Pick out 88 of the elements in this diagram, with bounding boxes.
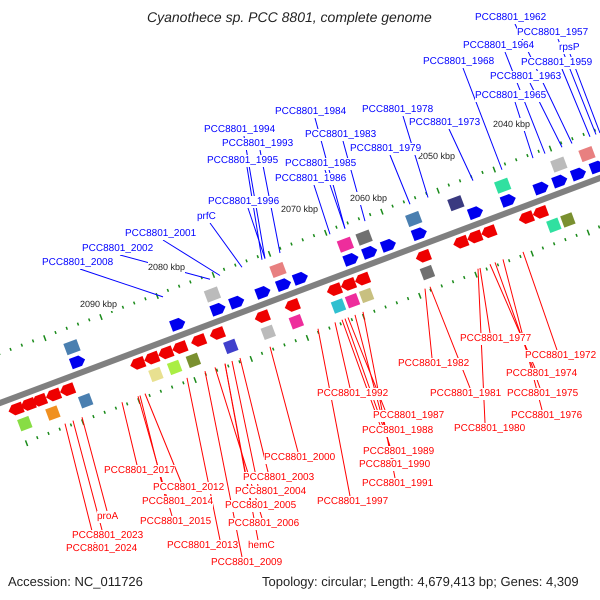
gene-label: PCC8801_1981 — [430, 388, 502, 400]
gene-label: PCC8801_1980 — [454, 423, 526, 435]
leader-line — [348, 317, 386, 410]
genome-info-text: Topology: circular; Length: 4,679,413 bp; Genes: 4,309 — [262, 575, 579, 588]
gene-label: PCC8801_1978 — [362, 104, 434, 116]
gene-label: PCC8801_2002 — [82, 243, 154, 255]
leader-line — [462, 68, 502, 170]
gene-label: PCC8801_2009 — [211, 557, 282, 569]
tick-label: 2080 kbp — [148, 261, 186, 274]
tick-label: 2090 kbp — [80, 298, 118, 311]
accession-text: Accession: NC_011726 — [8, 575, 143, 588]
leader-line — [314, 184, 330, 235]
gene-label: PCC8801_1994 — [204, 124, 276, 136]
gene-label: PCC8801_1973 — [409, 117, 480, 129]
gene-label: PCC8801_2003 — [243, 472, 314, 484]
gene-label: PCC8801_2024 — [66, 543, 138, 555]
leader-line — [270, 346, 298, 452]
leader-line — [204, 370, 242, 558]
gene-label: PCC8801_1987 — [373, 410, 444, 422]
gene-label: PCC8801_1984 — [275, 106, 346, 118]
gene-label: PCC8801_1982 — [398, 358, 470, 370]
leader-line — [80, 268, 164, 298]
leader-line — [72, 420, 102, 530]
leader-line — [522, 251, 558, 350]
gene-label: PCC8801_2015 — [140, 516, 212, 528]
gene-label: PCC8801_2004 — [235, 486, 306, 498]
gene-label: PCC8801_1990 — [359, 459, 430, 471]
leader-line — [424, 288, 432, 358]
leader-line — [144, 393, 182, 482]
gene-label: PCC8801_1965 — [475, 90, 546, 102]
gene-label: PCC8801_1964 — [463, 40, 534, 52]
leader-line — [82, 416, 108, 512]
gene-label: PCC8801_1959 — [521, 57, 592, 69]
gene-label: PCC8801_1988 — [362, 425, 434, 437]
tick-label: 2070 kbp — [281, 203, 318, 216]
gene-label: PCC8801_1976 — [511, 410, 582, 422]
leader-line — [240, 358, 268, 472]
leader-line — [318, 328, 350, 496]
gene-label: PCC8801_1974 — [506, 368, 578, 380]
tick-label: 2040 kbp — [493, 118, 530, 131]
gene-label: proA — [97, 511, 118, 523]
leader-line — [334, 322, 350, 388]
leader-line — [570, 54, 600, 134]
gene-label: PCC8801_1997 — [317, 496, 388, 508]
leader-line — [162, 240, 220, 276]
leader-line — [448, 128, 474, 182]
gene-label: rpsP — [559, 42, 580, 54]
gene-label: PCC8801_1977 — [460, 333, 532, 345]
leader-line — [232, 360, 258, 486]
gene-label: PCC8801_2005 — [225, 500, 296, 512]
gene-label: PCC8801_1991 — [362, 478, 434, 490]
leader-line — [64, 423, 96, 544]
leader-line — [246, 166, 262, 260]
leader-line — [480, 268, 490, 334]
gene-label: PCC8801_1983 — [305, 129, 376, 141]
gene-label: PCC8801_2000 — [264, 452, 336, 464]
gene-label: PCC8801_2001 — [125, 228, 196, 240]
leader-line — [430, 286, 470, 388]
gene-label: PCC8801_1963 — [490, 71, 562, 83]
gene-label: PCC8801_2008 — [42, 257, 114, 269]
gene-label: PCC8801_1986 — [275, 173, 346, 185]
tick-label: 2060 kbp — [350, 192, 388, 205]
gene-label: PCC8801_1957 — [517, 27, 588, 39]
leader-line — [562, 68, 590, 138]
gene-label: PCC8801_2006 — [228, 518, 300, 530]
leader-line — [210, 222, 242, 268]
gene-label: PCC8801_1989 — [363, 446, 434, 458]
gene-label: PCC8801_2012 — [153, 482, 224, 494]
gene-label: PCC8801_2013 — [167, 540, 238, 552]
gene-label: PCC8801_2017 — [104, 465, 176, 477]
gene-label: PCC8801_1979 — [350, 143, 422, 155]
diagram-title: Cyanothece sp. PCC 8801, complete genome — [147, 11, 432, 24]
gene-label: PCC8801_1996 — [208, 196, 280, 208]
leader-line — [390, 154, 410, 205]
gene-label: PCC8801_1962 — [475, 12, 546, 24]
gene-label: PCC8801_2014 — [142, 496, 214, 508]
leader-line — [122, 402, 138, 466]
leader-line — [186, 377, 220, 540]
gene-label: PCC8801_2023 — [72, 530, 144, 542]
gene-label: PCC8801_1975 — [507, 388, 578, 400]
gene-label: PCC8801_1995 — [207, 155, 278, 167]
gene-label: PCC8801_1968 — [423, 56, 494, 68]
gene-label: PCC8801_1985 — [285, 158, 356, 170]
gene-label: prfC — [197, 211, 216, 223]
gene-label: PCC8801_1972 — [525, 350, 596, 362]
gene-label: PCC8801_1993 — [222, 138, 294, 150]
leader-line — [248, 208, 266, 260]
gene-label: PCC8801_1992 — [317, 388, 388, 400]
